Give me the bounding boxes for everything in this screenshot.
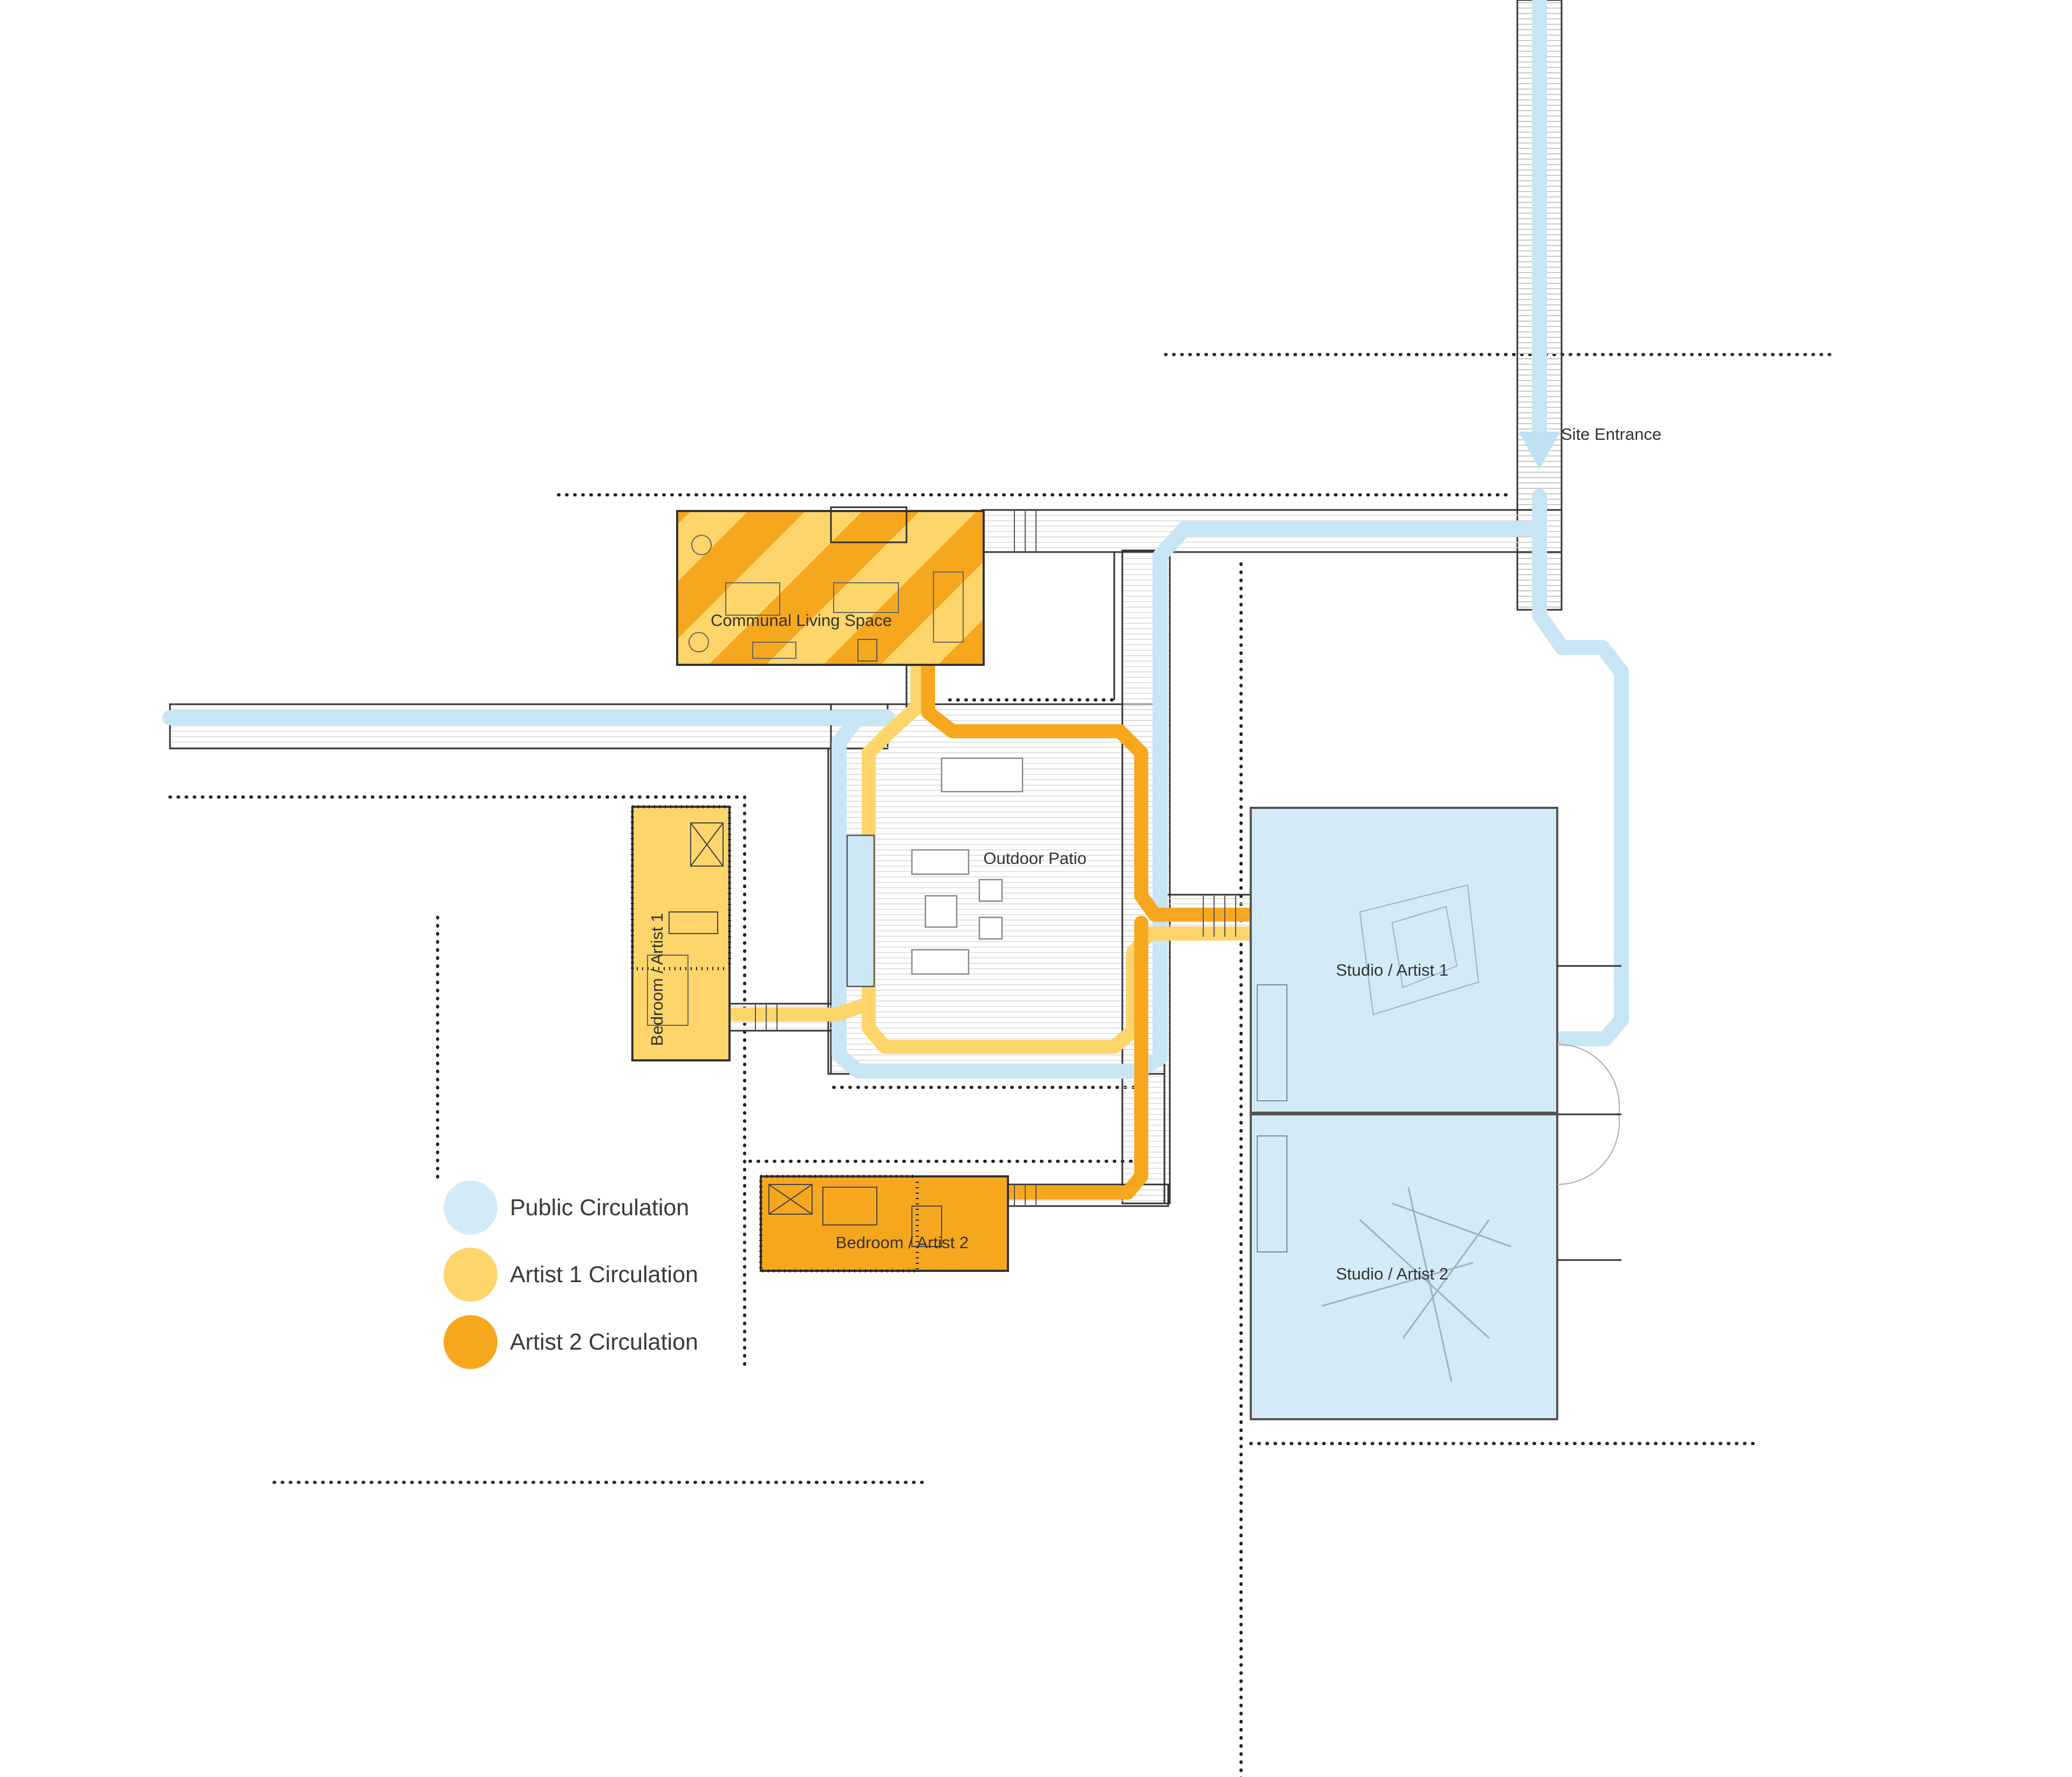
bedroom-artist2: Bedroom / Artist 2 bbox=[759, 1175, 1009, 1272]
bedroom1-label: Bedroom / Artist 1 bbox=[648, 913, 666, 1046]
studio-artist1: Studio / Artist 1 bbox=[1250, 807, 1558, 1114]
legend-item-artist2: Artist 2 Circulation bbox=[444, 1315, 698, 1369]
public-circulation-paths bbox=[162, 0, 1629, 1079]
bedroom-artist1: Bedroom / Artist 1 bbox=[631, 805, 731, 1061]
legend-label-artist2: Artist 2 Circulation bbox=[510, 1329, 698, 1355]
site-entrance-label: Site Entrance bbox=[1561, 425, 1661, 444]
site-boundary-lines bbox=[168, 353, 1836, 1777]
communal-living-space: Communal Living Space bbox=[676, 506, 985, 666]
studio-doors bbox=[1557, 965, 1621, 1261]
bedroom2-label: Bedroom / Artist 2 bbox=[836, 1233, 969, 1252]
legend: Public Circulation Artist 1 Circulation … bbox=[444, 1181, 698, 1369]
legend-swatch-artist1 bbox=[444, 1248, 497, 1302]
legend-label-public: Public Circulation bbox=[510, 1195, 689, 1221]
studio-artist2: Studio / Artist 2 bbox=[1250, 1113, 1558, 1420]
patio-label: Outdoor Patio bbox=[983, 849, 1086, 868]
legend-label-artist1: Artist 1 Circulation bbox=[510, 1262, 698, 1288]
patio-furniture bbox=[846, 757, 1024, 988]
legend-item-artist1: Artist 1 Circulation bbox=[444, 1248, 698, 1302]
legend-item-public: Public Circulation bbox=[444, 1181, 689, 1235]
communal-living-label: Communal Living Space bbox=[711, 611, 892, 630]
legend-swatch-artist2 bbox=[444, 1315, 497, 1369]
artist2-circulation-paths bbox=[921, 657, 1256, 1200]
entrance-arrow-icon bbox=[1519, 432, 1560, 469]
studio2-label: Studio / Artist 2 bbox=[1336, 1264, 1449, 1283]
legend-swatch-public bbox=[444, 1181, 497, 1235]
studio1-label: Studio / Artist 1 bbox=[1336, 961, 1449, 979]
stair-treads bbox=[755, 510, 1236, 1206]
